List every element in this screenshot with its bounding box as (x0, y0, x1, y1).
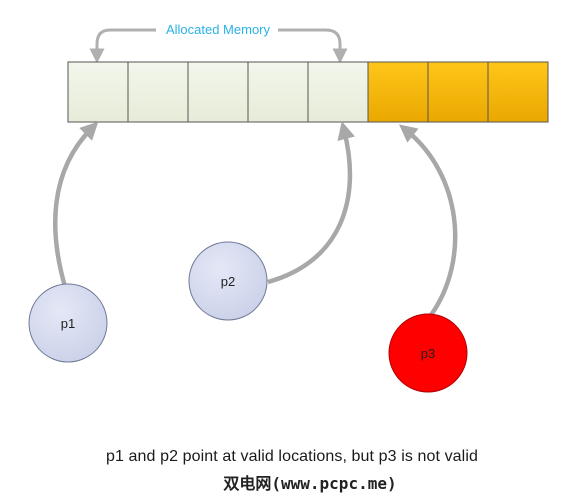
allocated-memory-cell (127, 61, 189, 123)
pointer-p1: p1 (28, 283, 108, 363)
allocated-span-arrow (89, 28, 348, 64)
watermark-text: 双电网(www.pcpc.me) (223, 474, 397, 493)
p1-arrow (53, 121, 99, 291)
p3-arrow (398, 124, 458, 317)
pointer-p2: p2 (188, 241, 268, 321)
memory-block (67, 61, 549, 123)
p3-circle (388, 313, 468, 393)
p2-arrow (267, 121, 355, 285)
p1-circle (28, 283, 108, 363)
allocated-memory-cell (307, 61, 369, 123)
unallocated-memory-cell (367, 61, 429, 123)
unallocated-memory-cell (427, 61, 489, 123)
allocated-memory-cell (67, 61, 129, 123)
allocated-memory-cell (187, 61, 249, 123)
p2-circle (188, 241, 268, 321)
allocated-memory-cell (247, 61, 309, 123)
p1-label: p1 (61, 316, 75, 331)
pointer-p3: p3 (388, 313, 468, 393)
diagram-caption: p1 and p2 point at valid locations, but … (106, 448, 478, 465)
unallocated-memory-cell (487, 61, 549, 123)
p3-label: p3 (421, 346, 435, 361)
allocated-memory-label: Allocated Memory (166, 22, 271, 37)
p2-label: p2 (221, 274, 235, 289)
pointer-arrows (53, 121, 458, 317)
